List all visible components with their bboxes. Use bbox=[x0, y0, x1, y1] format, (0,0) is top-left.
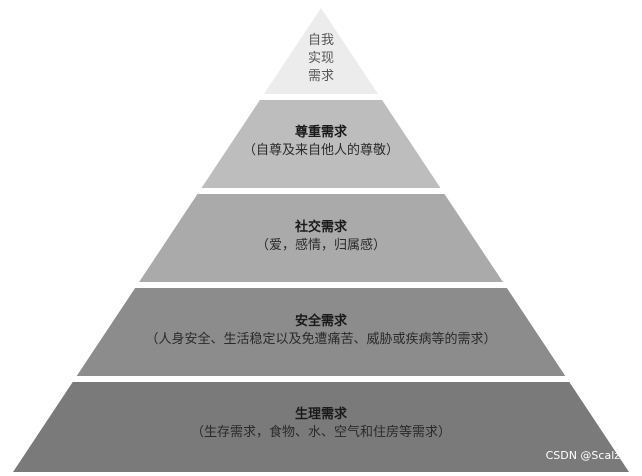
tier-esteem-label: 尊重需求 （自尊及来自他人的尊敬） bbox=[0, 124, 642, 160]
tier-physiological-title: 生理需求 bbox=[294, 407, 347, 422]
apex-line-3: 需求 bbox=[307, 69, 334, 84]
tier-social-title: 社交需求 bbox=[294, 220, 347, 235]
watermark: CSDN @Scalzdp bbox=[545, 449, 634, 462]
tier-safety-shape bbox=[76, 288, 566, 376]
apex-line-1: 自我 bbox=[307, 33, 334, 48]
tier-esteem-shape bbox=[201, 100, 441, 188]
tier-esteem-title: 尊重需求 bbox=[294, 125, 347, 140]
tier-safety-title: 安全需求 bbox=[294, 314, 347, 329]
apex-line-2: 实现 bbox=[307, 51, 334, 66]
tier-social-desc: （爱，感情，归属感） bbox=[255, 238, 386, 253]
tier-physiological-label: 生理需求 （生存需求，食物、水、空气和住房等需求） bbox=[0, 406, 642, 442]
tier-self-actualization-label: 自我 实现 需求 bbox=[0, 32, 642, 86]
tier-physiological-desc: （生存需求，食物、水、空气和住房等需求） bbox=[190, 425, 451, 440]
tier-physiological-shape bbox=[13, 382, 629, 472]
tier-safety-label: 安全需求 （人身安全、生活稳定以及免遭痛苦、威胁或疾病等的需求） bbox=[0, 313, 642, 349]
tier-social-label: 社交需求 （爱，感情，归属感） bbox=[0, 219, 642, 255]
tier-safety-desc: （人身安全、生活稳定以及免遭痛苦、威胁或疾病等的需求） bbox=[145, 332, 497, 347]
tier-social-shape bbox=[139, 194, 503, 282]
tier-esteem-desc: （自尊及来自他人的尊敬） bbox=[242, 143, 399, 158]
tier-self-actualization-shape bbox=[263, 8, 379, 94]
